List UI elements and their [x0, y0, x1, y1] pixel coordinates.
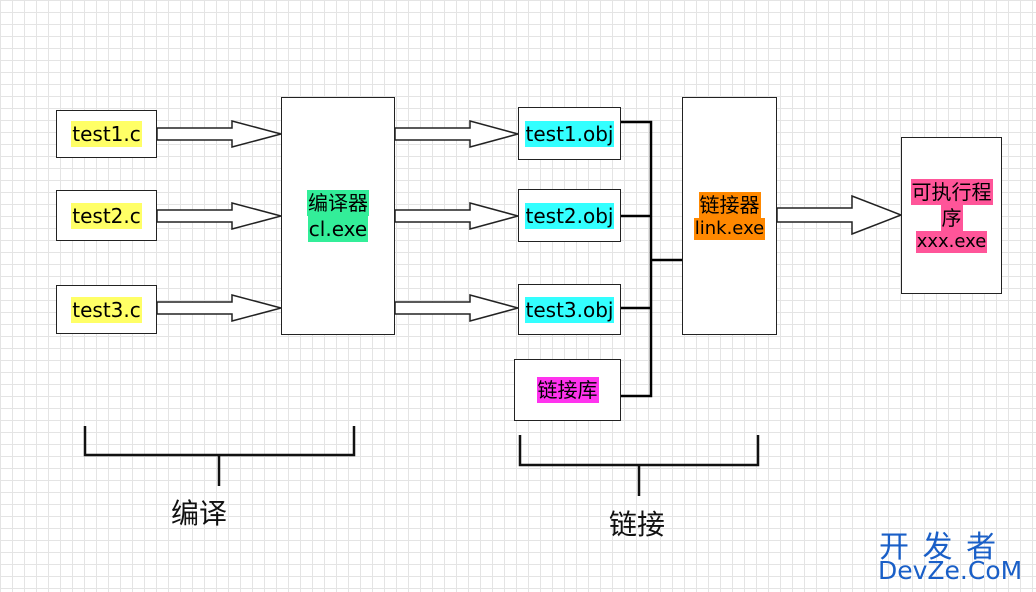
source-file-label: test1.c	[71, 121, 142, 147]
executable-name-line2: 序	[940, 204, 963, 231]
linker-box: 链接器 link.exe	[682, 97, 777, 335]
watermark-bottom: DevZe.CoM	[878, 556, 1023, 585]
arrow-compiler-to-test2obj	[394, 202, 521, 230]
arrow-compiler-to-test1obj	[394, 120, 521, 148]
compiler-box: 编译器 cl.exe	[281, 97, 395, 335]
arrow-linker-to-output	[776, 194, 904, 236]
compiler-name: 编译器	[307, 190, 369, 216]
object-file-box: test3.obj	[518, 284, 621, 335]
arrow-test3-to-compiler	[156, 294, 284, 322]
source-file-box: test2.c	[56, 190, 157, 241]
executable-name-line1: 可执行程	[910, 178, 993, 205]
executable-box: 可执行程 序 xxx.exe	[901, 137, 1002, 294]
phase-brackets	[83, 426, 760, 496]
linker-name: 链接器	[698, 192, 761, 218]
link-phase-label: 链接	[609, 508, 666, 541]
object-file-box: test1.obj	[518, 107, 621, 160]
linker-exe: link.exe	[693, 218, 766, 240]
connector-test1obj	[621, 120, 653, 398]
link-bracket	[518, 435, 760, 467]
source-file-box: test1.c	[56, 110, 157, 158]
source-file-label: test3.c	[71, 296, 142, 323]
link-connector-lines	[621, 120, 682, 398]
arrows	[156, 120, 904, 322]
object-file-label: test3.obj	[524, 296, 615, 323]
object-file-label: test2.obj	[524, 202, 615, 229]
arrow-test1-to-compiler	[156, 120, 284, 148]
source-file-box: test3.c	[56, 285, 157, 334]
watermark-top: 开 发 者	[879, 530, 999, 565]
source-file-label: test2.c	[71, 202, 142, 229]
object-file-box: test2.obj	[518, 189, 621, 242]
compile-bracket	[83, 426, 356, 457]
compile-phase-label: 编译	[171, 497, 228, 530]
library-label: 链接库	[536, 377, 599, 403]
arrow-compiler-to-test3obj	[394, 294, 521, 322]
compiler-exe: cl.exe	[307, 216, 369, 242]
arrow-test2-to-compiler	[156, 202, 284, 230]
object-file-label: test1.obj	[524, 120, 615, 147]
library-box: 链接库	[514, 359, 621, 421]
executable-file: xxx.exe	[915, 230, 988, 253]
